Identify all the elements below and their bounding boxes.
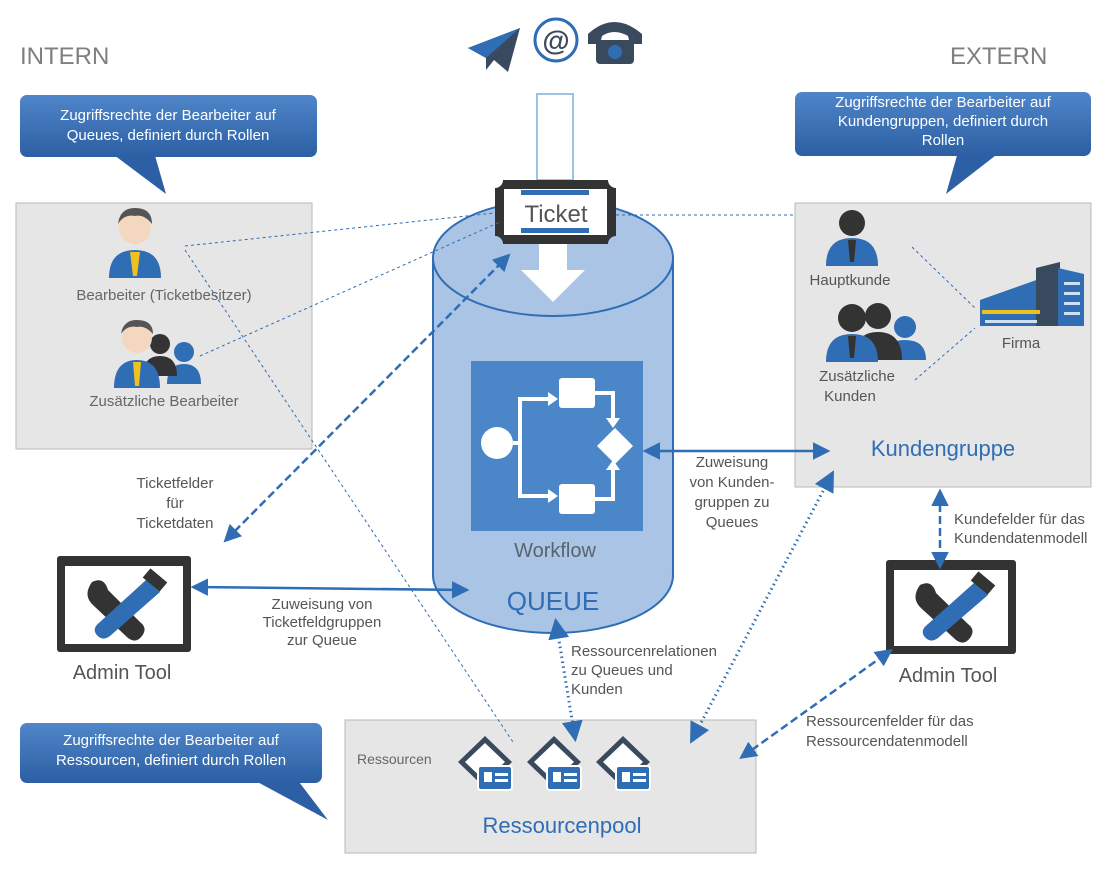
main-customer-icon bbox=[826, 210, 878, 266]
resource-item-icon bbox=[596, 736, 651, 791]
svg-text:Zugriffsrechte der Bearbeiter: Zugriffsrechte der Bearbeiter auf bbox=[63, 732, 280, 749]
callout-customers: Zugriffsrechte der Bearbeiter auf Kunden… bbox=[795, 92, 1091, 194]
admin-tool-left-icon[interactable] bbox=[57, 556, 191, 652]
customergroups-assignment-label: Zuweisung von Kunden- gruppen zu Queues bbox=[689, 454, 774, 531]
svg-text:Zugriffsrechte der Bearbeiter: Zugriffsrechte der Bearbeiter auf bbox=[835, 94, 1052, 111]
agent-owner-icon bbox=[109, 208, 161, 278]
incoming-arrow-icon bbox=[521, 238, 585, 302]
admin-tool-right-icon[interactable] bbox=[886, 560, 1016, 654]
admin-tool-right-label: Admin Tool bbox=[899, 665, 998, 687]
resource-relations-label: Ressourcenrelationen zu Queues und Kunde… bbox=[571, 643, 717, 698]
ticket-icon bbox=[495, 180, 616, 244]
ticket-fields-arrow bbox=[223, 253, 511, 543]
resources-label: Ressourcen bbox=[357, 751, 432, 767]
admin-tool-left-label: Admin Tool bbox=[73, 662, 172, 684]
svg-text:Queues: Queues bbox=[706, 514, 759, 531]
resource-fields-arrow bbox=[739, 648, 893, 760]
agent-owner-label: Bearbeiter (Ticketbesitzer) bbox=[76, 287, 251, 304]
workflow-panel bbox=[471, 361, 643, 531]
svg-text:Ticketfeldgruppen: Ticketfeldgruppen bbox=[263, 614, 382, 631]
svg-text:Kundefelder für das: Kundefelder für das bbox=[954, 511, 1085, 528]
svg-text:Ressourcen, definiert durch Ro: Ressourcen, definiert durch Rollen bbox=[56, 752, 286, 769]
additional-customers-icon bbox=[826, 303, 926, 362]
svg-text:Ressourcenrelationen: Ressourcenrelationen bbox=[571, 643, 717, 660]
svg-text:zu Queues und: zu Queues und bbox=[571, 662, 673, 679]
workflow-label: Workflow bbox=[514, 540, 596, 562]
ticket-fields-label: Ticketfelder für Ticketdaten bbox=[137, 475, 214, 532]
resource-item-icon bbox=[458, 736, 513, 791]
resource-pool-label: Ressourcenpool bbox=[483, 813, 642, 838]
svg-text:Kunden: Kunden bbox=[571, 681, 623, 698]
svg-text:Ticketdaten: Ticketdaten bbox=[137, 515, 214, 532]
svg-text:Queues, definiert durch Rollen: Queues, definiert durch Rollen bbox=[67, 127, 270, 144]
at-sign-icon: @ bbox=[533, 17, 579, 63]
svg-text:für: für bbox=[166, 495, 184, 512]
phone-icon bbox=[588, 22, 642, 64]
input-channel-pipe bbox=[536, 93, 574, 181]
resource-relations-customer-arrow bbox=[690, 470, 834, 744]
svg-text:@: @ bbox=[542, 25, 569, 56]
svg-text:Ticketfelder: Ticketfelder bbox=[137, 475, 214, 492]
svg-text:Zuweisung von: Zuweisung von bbox=[272, 596, 373, 613]
additional-customers-label-line2: Kunden bbox=[824, 388, 876, 405]
svg-text:Kundendatenmodell: Kundendatenmodell bbox=[954, 530, 1087, 547]
svg-text:zur Queue: zur Queue bbox=[287, 632, 357, 649]
callout-resources: Zugriffsrechte der Bearbeiter auf Ressou… bbox=[20, 723, 328, 820]
svg-text:gruppen zu: gruppen zu bbox=[694, 494, 769, 511]
additional-customers-label-line1: Zusätzliche bbox=[819, 368, 895, 385]
company-building-icon bbox=[980, 262, 1084, 326]
main-customer-label: Hauptkunde bbox=[810, 272, 891, 289]
fieldgroups-assignment-arrow bbox=[190, 578, 470, 599]
svg-text:Zugriffsrechte der Bearbeiter: Zugriffsrechte der Bearbeiter auf bbox=[60, 107, 277, 124]
extern-heading: EXTERN bbox=[950, 43, 1047, 70]
intern-heading: INTERN bbox=[20, 43, 109, 70]
svg-text:Kundengruppen, definiert durch: Kundengruppen, definiert durch bbox=[838, 113, 1048, 130]
svg-text:Rollen: Rollen bbox=[922, 132, 965, 149]
svg-text:Ressourcenfelder für das: Ressourcenfelder für das bbox=[806, 713, 974, 730]
callout-queues: Zugriffsrechte der Bearbeiter auf Queues… bbox=[20, 95, 317, 194]
svg-text:Ressourcendatenmodell: Ressourcendatenmodell bbox=[806, 733, 968, 750]
svg-text:Zuweisung: Zuweisung bbox=[696, 454, 769, 471]
customer-group-label: Kundengruppe bbox=[871, 436, 1015, 461]
additional-agents-icon bbox=[114, 320, 201, 388]
fieldgroups-assignment-label: Zuweisung von Ticketfeldgruppen zur Queu… bbox=[263, 596, 382, 649]
company-label: Firma bbox=[1002, 335, 1041, 352]
resource-item-icon bbox=[527, 736, 582, 791]
ticket-label: Ticket bbox=[524, 201, 587, 228]
svg-text:von Kunden-: von Kunden- bbox=[689, 474, 774, 491]
mail-icon bbox=[468, 28, 520, 72]
queue-label: QUEUE bbox=[507, 586, 599, 616]
resource-fields-label: Ressourcenfelder für das Ressourcendaten… bbox=[806, 713, 974, 750]
additional-agents-label: Zusätzliche Bearbeiter bbox=[89, 393, 238, 410]
customer-fields-label: Kundefelder für das Kundendatenmodell bbox=[954, 511, 1087, 547]
